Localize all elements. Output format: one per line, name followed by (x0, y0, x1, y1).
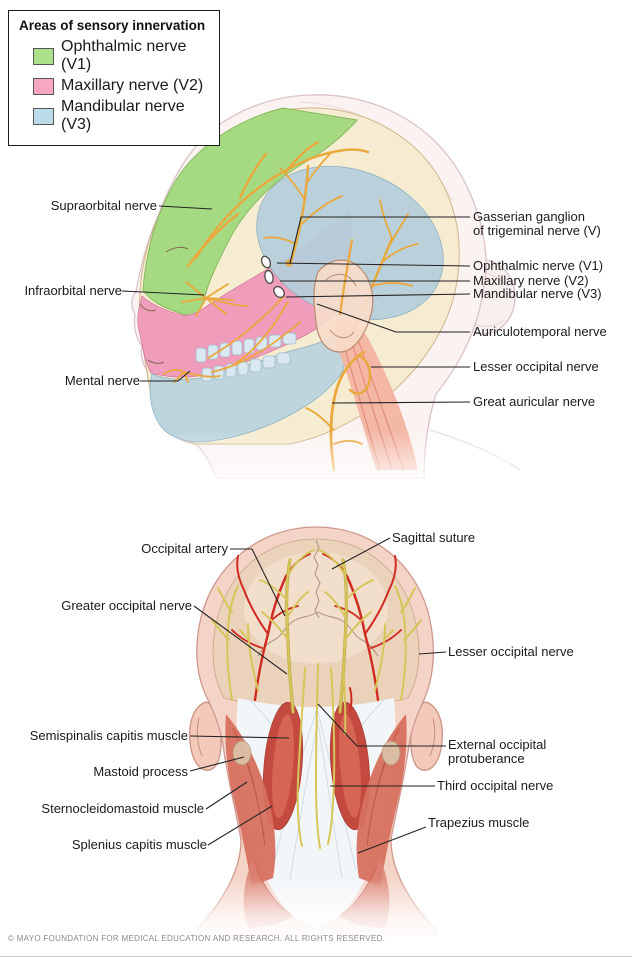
label-lesser-occipital-nerve-side: Lesser occipital nerve (473, 359, 599, 374)
legend-swatch-maxillary (33, 77, 54, 95)
legend-item-ophthalmic: Ophthalmic nerve (V1) (33, 38, 213, 74)
side-view-leader-lines (121, 205, 471, 404)
label-auriculotemporal-nerve: Auriculotemporal nerve (473, 324, 607, 339)
label-greater-occipital-nerve: Greater occipital nerve (61, 598, 192, 613)
label-external-occipital-protuberance: External occipital protuberance (448, 737, 547, 766)
label-trapezius-muscle: Trapezius muscle (428, 815, 530, 830)
label-mastoid-process: Mastoid process (93, 764, 188, 779)
legend-item-mandibular: Mandibular nerve (V3) (33, 98, 213, 134)
label-sternocleidomastoid-muscle: Sternocleidomastoid muscle (41, 801, 204, 816)
label-semispinalis-capitis-muscle: Semispinalis capitis muscle (29, 728, 188, 743)
legend-item-maxillary: Maxillary nerve (V2) (33, 77, 213, 95)
legend-box: Areas of sensory innervation Ophthalmic … (8, 10, 220, 146)
label-mandibular-nerve: Mandibular nerve (V3) (473, 286, 602, 301)
legend-label-mandibular: Mandibular nerve (V3) (61, 98, 185, 133)
label-great-auricular-nerve: Great auricular nerve (473, 394, 596, 409)
label-maxillary-nerve: Maxillary nerve (V2) (473, 273, 589, 288)
semispinalis-muscles (262, 701, 371, 831)
legend-label-ophthalmic: Ophthalmic nerve (V1) (61, 38, 187, 73)
label-third-occipital-nerve: Third occipital nerve (437, 778, 554, 793)
side-view-illustration (121, 94, 521, 517)
label-lesser-occipital-nerve-back: Lesser occipital nerve (448, 644, 574, 659)
back-view-leader-lines (189, 537, 447, 854)
face-detail-lines (139, 246, 189, 364)
back-view-illustration (170, 526, 470, 940)
label-ophthalmic-nerve: Ophthalmic nerve (V1) (473, 258, 604, 273)
legend-swatch-mandibular (33, 107, 54, 125)
label-supraorbital-nerve: Supraorbital nerve (50, 198, 157, 213)
label-splenius-capitis-muscle: Splenius capitis muscle (71, 837, 207, 852)
label-mental-nerve: Mental nerve (64, 373, 140, 388)
label-occipital-artery: Occipital artery (141, 541, 228, 556)
legend-title: Areas of sensory innervation (19, 18, 206, 33)
label-sagittal-suture: Sagittal suture (392, 530, 476, 545)
trigeminal-nerve-roots (260, 255, 285, 299)
label-infraorbital-nerve: Infraorbital nerve (24, 283, 122, 298)
occipital-nerves (211, 549, 422, 849)
ear (313, 259, 374, 353)
copyright-notice: © MAYO FOUNDATION FOR MEDICAL EDUCATION … (8, 934, 386, 943)
label-gasserian-ganglion: Gasserian ganglion of trigeminal nerve (… (473, 209, 601, 238)
mastoid-process (232, 740, 252, 766)
legend-label-maxillary: Maxillary nerve (V2) (61, 77, 204, 94)
legend-swatch-ophthalmic (33, 47, 54, 65)
